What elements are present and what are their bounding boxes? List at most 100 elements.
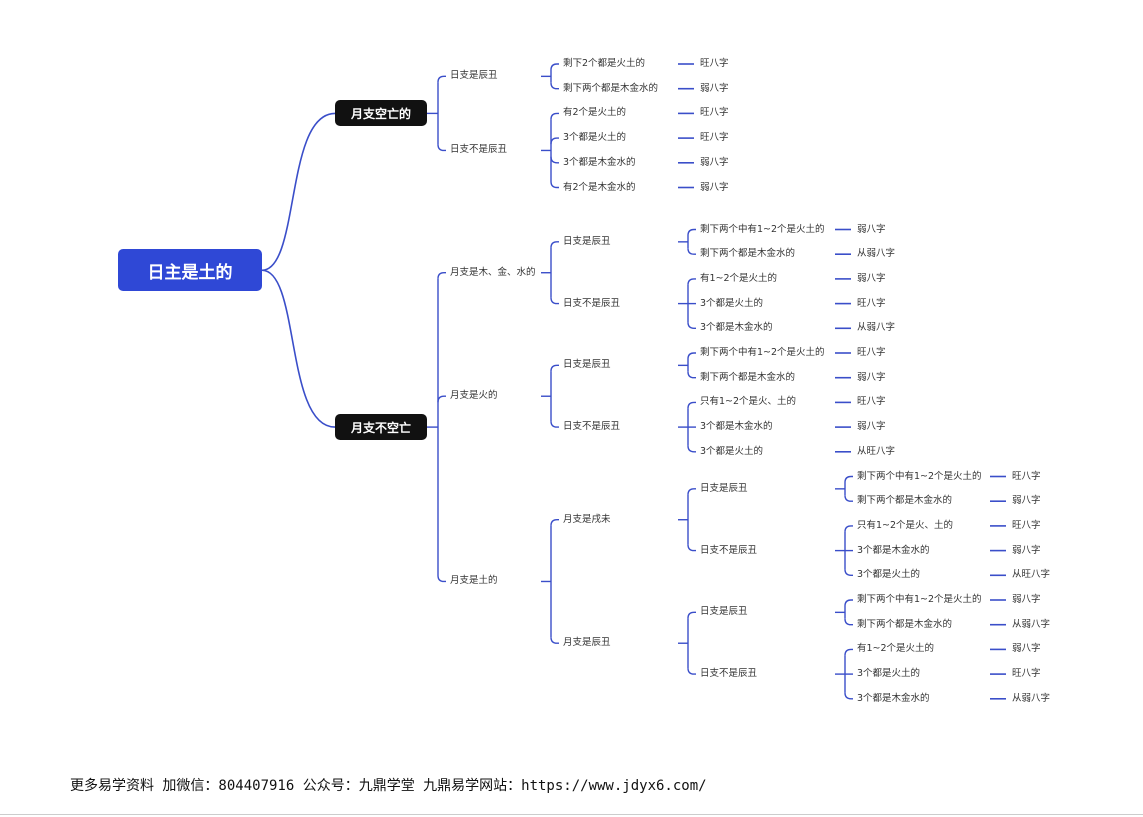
connector-line xyxy=(844,599,853,607)
result-label: 从弱八字 xyxy=(857,322,896,334)
connector-line xyxy=(437,272,446,279)
subtopic[interactable]: 有2个是木金水的 xyxy=(563,181,636,193)
connector-line xyxy=(687,248,696,255)
connector-line xyxy=(550,156,559,164)
connector-line xyxy=(550,181,559,189)
main-branch-topic[interactable]: 月支不空亡 xyxy=(335,414,427,441)
subtopic[interactable]: 剩下两个都是木金水的 xyxy=(857,495,953,507)
connector-line xyxy=(844,648,853,656)
subtopic[interactable]: 剩下2个都是火土的 xyxy=(563,58,646,69)
connector-line xyxy=(687,544,696,552)
connector-line xyxy=(550,421,559,428)
result-label: 弱八字 xyxy=(857,371,886,383)
subtopic[interactable]: 日支是辰丑 xyxy=(563,235,611,247)
subtopic[interactable]: 3个都是木金水的 xyxy=(857,544,930,556)
subtopic[interactable]: 3个都是木金水的 xyxy=(700,322,773,334)
subtopic[interactable]: 月支是辰丑 xyxy=(563,637,611,649)
connector-line xyxy=(844,618,853,626)
connector-line xyxy=(687,445,696,453)
connector-line xyxy=(844,692,853,700)
subtopic[interactable]: 剩下两个中有1~2个是火土的 xyxy=(857,470,982,482)
root-topic[interactable]: 日主是土的 xyxy=(118,249,262,292)
subtopic[interactable]: 日支不是辰丑 xyxy=(700,668,758,680)
result-label: 弱八字 xyxy=(700,82,729,94)
connector-line xyxy=(844,525,853,532)
result-label: 弱八字 xyxy=(857,421,886,433)
result-label: 旺八字 xyxy=(1012,668,1041,680)
connector-line xyxy=(687,371,696,379)
result-label: 旺八字 xyxy=(700,58,729,69)
connector-line xyxy=(437,575,446,583)
result-label: 弱八字 xyxy=(1012,495,1041,507)
subtopic[interactable]: 剩下两个都是木金水的 xyxy=(700,371,796,383)
subtopic[interactable]: 剩下两个都是木金水的 xyxy=(700,248,796,260)
subtopic[interactable]: 有1~2个是火土的 xyxy=(857,643,935,655)
subtopic[interactable]: 日支不是辰丑 xyxy=(700,544,758,556)
subtopic[interactable]: 3个都是火土的 xyxy=(563,132,627,144)
connector-line xyxy=(550,112,559,120)
connector-line xyxy=(687,611,696,619)
result-label: 旺八字 xyxy=(857,347,886,358)
subtopic[interactable]: 日支不是辰丑 xyxy=(450,144,508,156)
connector-line xyxy=(687,228,696,236)
connector-line xyxy=(687,322,696,329)
subtopic[interactable]: 月支是木、金、水的 xyxy=(450,266,536,278)
subtopic[interactable]: 3个都是木金水的 xyxy=(700,421,773,433)
subtopic[interactable]: 只有1~2个是火、土的 xyxy=(700,396,797,408)
subtopic[interactable]: 3个都是火土的 xyxy=(857,668,921,680)
result-label: 弱八字 xyxy=(1012,643,1041,655)
subtopic[interactable]: 剩下两个中有1~2个是火土的 xyxy=(857,594,982,605)
connector-line xyxy=(687,278,696,285)
connector-line xyxy=(844,475,853,483)
result-label: 旺八字 xyxy=(1012,470,1041,482)
main-branch-topic[interactable]: 月支空亡的 xyxy=(335,100,427,127)
result-label: 旺八字 xyxy=(857,297,886,309)
result-label: 旺八字 xyxy=(700,132,729,144)
connector-line xyxy=(550,137,559,145)
connector-line xyxy=(550,297,559,305)
subtopic[interactable]: 日支是辰丑 xyxy=(700,606,748,618)
subtopic[interactable]: 剩下两个中有1~2个是火土的 xyxy=(700,223,825,235)
connector-line xyxy=(550,519,559,526)
subtopic[interactable]: 日支是辰丑 xyxy=(450,70,498,82)
subtopic[interactable]: 3个都是火土的 xyxy=(857,569,921,581)
connector-line xyxy=(550,63,559,71)
divider xyxy=(0,814,1143,815)
result-label: 从旺八字 xyxy=(857,445,896,457)
subtopic[interactable]: 3个都是木金水的 xyxy=(563,156,636,168)
subtopic[interactable]: 有2个是火土的 xyxy=(563,107,627,119)
subtopic[interactable]: 月支是土的 xyxy=(450,575,498,587)
connector-line xyxy=(687,668,696,675)
subtopic[interactable]: 剩下两个中有1~2个是火土的 xyxy=(700,347,825,358)
subtopic[interactable]: 月支是戌未 xyxy=(563,513,611,525)
subtopic[interactable]: 剩下两个都是木金水的 xyxy=(563,82,659,94)
subtopic[interactable]: 3个都是火土的 xyxy=(700,297,764,309)
result-label: 弱八字 xyxy=(1012,594,1041,605)
subtopic[interactable]: 日支不是辰丑 xyxy=(563,421,621,433)
connector-line xyxy=(437,144,446,152)
subtopic[interactable]: 剩下两个都是木金水的 xyxy=(857,618,953,630)
subtopic[interactable]: 日支是辰丑 xyxy=(700,482,748,494)
subtopic[interactable]: 3个都是火土的 xyxy=(700,445,764,457)
connector-line xyxy=(261,112,336,272)
result-label: 弱八字 xyxy=(857,272,886,284)
result-label: 弱八字 xyxy=(700,156,729,168)
subtopic[interactable]: 日支是辰丑 xyxy=(563,359,611,371)
result-label: 从弱八字 xyxy=(857,248,896,260)
result-label: 从弱八字 xyxy=(1012,618,1051,630)
subtopic[interactable]: 3个都是木金水的 xyxy=(857,692,930,704)
result-label: 弱八字 xyxy=(1012,544,1041,556)
connector-line xyxy=(437,75,446,83)
connector-line xyxy=(687,352,696,360)
subtopic[interactable]: 只有1~2个是火、土的 xyxy=(857,519,954,531)
subtopic[interactable]: 日支不是辰丑 xyxy=(563,297,621,309)
connector-line xyxy=(550,82,559,90)
subtopic[interactable]: 有1~2个是火土的 xyxy=(700,272,778,284)
result-label: 从旺八字 xyxy=(1012,569,1051,581)
connector-line xyxy=(844,495,853,502)
result-label: 弱八字 xyxy=(857,223,886,235)
subtopic[interactable]: 月支是火的 xyxy=(450,390,498,402)
connector-line xyxy=(844,569,853,576)
result-label: 旺八字 xyxy=(857,396,886,408)
